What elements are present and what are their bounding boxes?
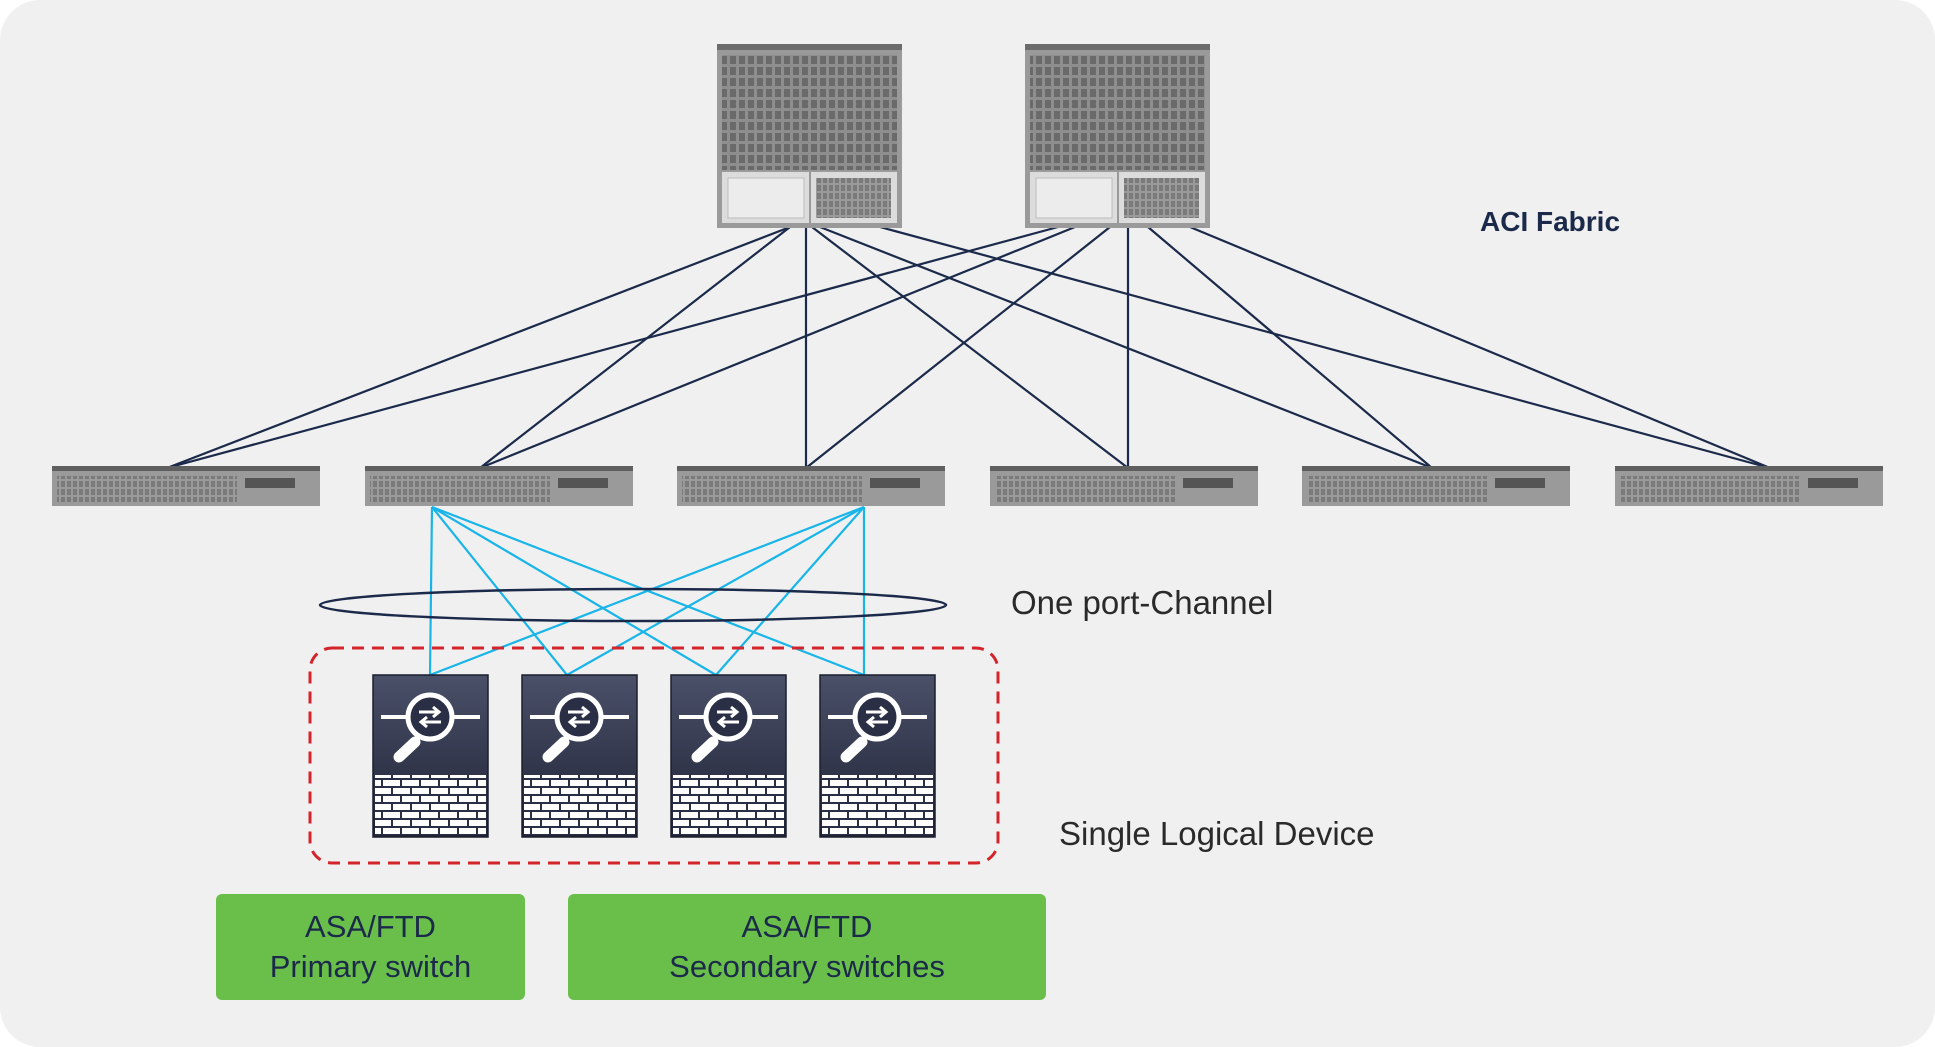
primary-switch-box: ASA/FTD Primary switch [216,894,525,1000]
fabric-link [479,225,1076,470]
fabric-link [1147,226,1433,469]
fabric-link [479,226,791,469]
cluster-link [431,506,717,676]
firewall-icon [521,674,638,838]
fabric-link [166,225,791,470]
firewall-icon [670,674,787,838]
fabric-links [166,225,1771,470]
logical-device-boundary [308,646,1000,865]
aci-fabric-label: ACI Fabric [1480,206,1621,237]
primary-switch-line2: Primary switch [269,949,472,984]
leaf-switch-icon [52,466,320,506]
firewall-icon [372,674,489,838]
fabric-link [879,225,1771,470]
cluster-link [428,506,434,676]
secondary-switches-line1: ASA/FTD [741,909,873,944]
secondary-switches-line2: Secondary switches [669,949,945,984]
port-channel-ellipse [318,587,948,623]
firewall-icon [819,674,936,838]
fabric-link [166,225,1059,470]
fabric-link [819,225,1433,470]
single-logical-device-label: Single Logical Device [1059,815,1375,852]
leaf-switch-icon [1302,466,1570,506]
leaf-switches [52,466,1883,506]
secondary-switches-box: ASA/FTD Secondary switches [568,894,1046,1000]
fabric-link [811,226,1129,469]
fabric-link [1189,225,1771,470]
fabric-link [805,226,1111,469]
leaf-switch-icon [1615,466,1883,506]
leaf-switch-icon [365,466,633,506]
leaf-switch-icon [990,466,1258,506]
leaf-switch-icon [677,466,945,506]
spine-switch-icon [717,44,902,228]
primary-switch-line1: ASA/FTD [305,909,436,944]
spine-switch-icon [1025,44,1210,228]
port-channel-label: One port-Channel [1011,584,1274,621]
